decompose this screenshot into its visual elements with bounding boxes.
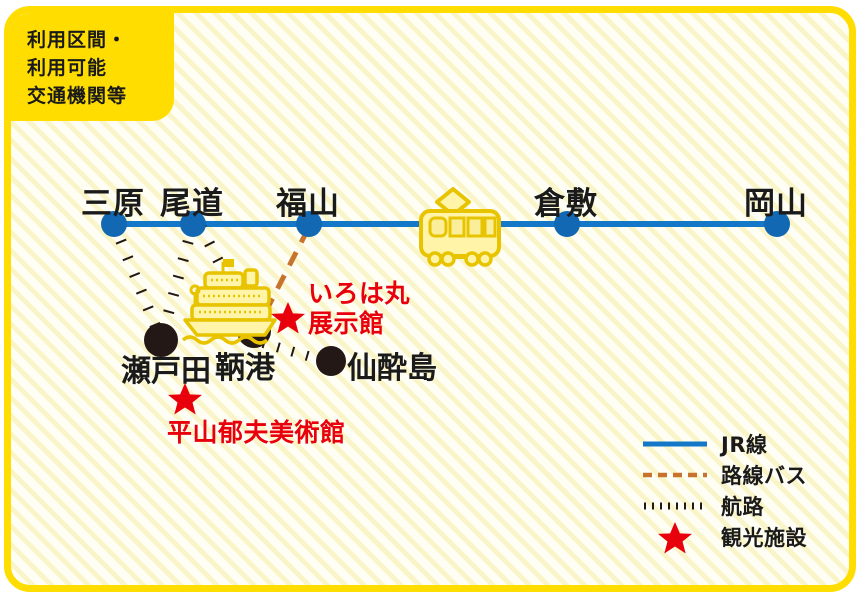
title-line-1: 利用区間・ <box>27 29 128 51</box>
ferry-route-mihara-setoda <box>108 221 167 343</box>
port-label-setoda: 瀬戸田 <box>121 354 211 389</box>
title-line-2: 利用可能 <box>27 57 108 79</box>
station-label-okayama: 岡山 <box>744 186 808 222</box>
port-label-tomo: 鞆港 <box>215 351 275 386</box>
star-icon-irohamaru <box>271 302 305 334</box>
station-label-kurashiki: 倉敷 <box>534 186 598 222</box>
legend-key-ferry-route <box>641 501 709 511</box>
port-label-sensuijima: 仙酔島 <box>347 351 437 386</box>
poi-label-irohamaru: いろは丸 展示館 <box>308 279 410 339</box>
station-label-mihara: 三原 <box>81 186 145 222</box>
port-dot-setoda[interactable] <box>144 323 178 357</box>
legend-label-ferry-route: 航路 <box>721 494 764 519</box>
map-frame: 利用区間・ 利用可能 交通機関等 三原 尾道 福山 倉敷 岡山 瀬戸田 鞆港 仙… <box>4 6 856 592</box>
legend-item-tourist-facility: 観光施設 <box>641 519 807 555</box>
poi-label-irohamaru-line1: いろは丸 <box>308 279 411 308</box>
station-dot-kurashiki[interactable] <box>554 211 580 237</box>
station-dot-okayama[interactable] <box>764 211 790 237</box>
poi-label-hirayama-museum: 平山郁夫美術館 <box>167 418 346 447</box>
legend-key-tourist-facility <box>641 519 709 555</box>
poi-label-irohamaru-line2: 展示館 <box>308 309 385 338</box>
star-icon-legend <box>658 521 692 553</box>
station-dot-onomichi[interactable] <box>180 211 206 237</box>
map-canvas <box>101 187 790 415</box>
title-line-3: 交通機関等 <box>27 85 128 107</box>
legend-label-tourist-facility: 観光施設 <box>721 525 807 550</box>
legend-item-bus-line: 路線バス <box>641 459 807 490</box>
legend: JR線 路線バス 航路 <box>641 428 807 555</box>
station-dot-fukuyama[interactable] <box>296 211 322 237</box>
station-label-onomichi: 尾道 <box>160 186 224 222</box>
legend-item-jr-line: JR線 <box>641 428 807 459</box>
legend-key-bus-line <box>641 470 709 480</box>
station-dot-mihara[interactable] <box>101 211 127 237</box>
port-dot-sensuijima[interactable] <box>316 346 346 376</box>
legend-label-bus-line: 路線バス <box>721 463 807 488</box>
legend-key-jr-line <box>641 439 709 449</box>
train-icon <box>419 187 501 267</box>
legend-item-ferry-route: 航路 <box>641 490 807 521</box>
ferry-route-onomichi-tomo <box>196 224 259 334</box>
legend-label-jr-line: JR線 <box>721 432 768 457</box>
station-label-fukuyama: 福山 <box>276 186 340 222</box>
title-badge: 利用区間・ 利用可能 交通機関等 <box>11 13 174 121</box>
ship-icon <box>181 259 277 345</box>
